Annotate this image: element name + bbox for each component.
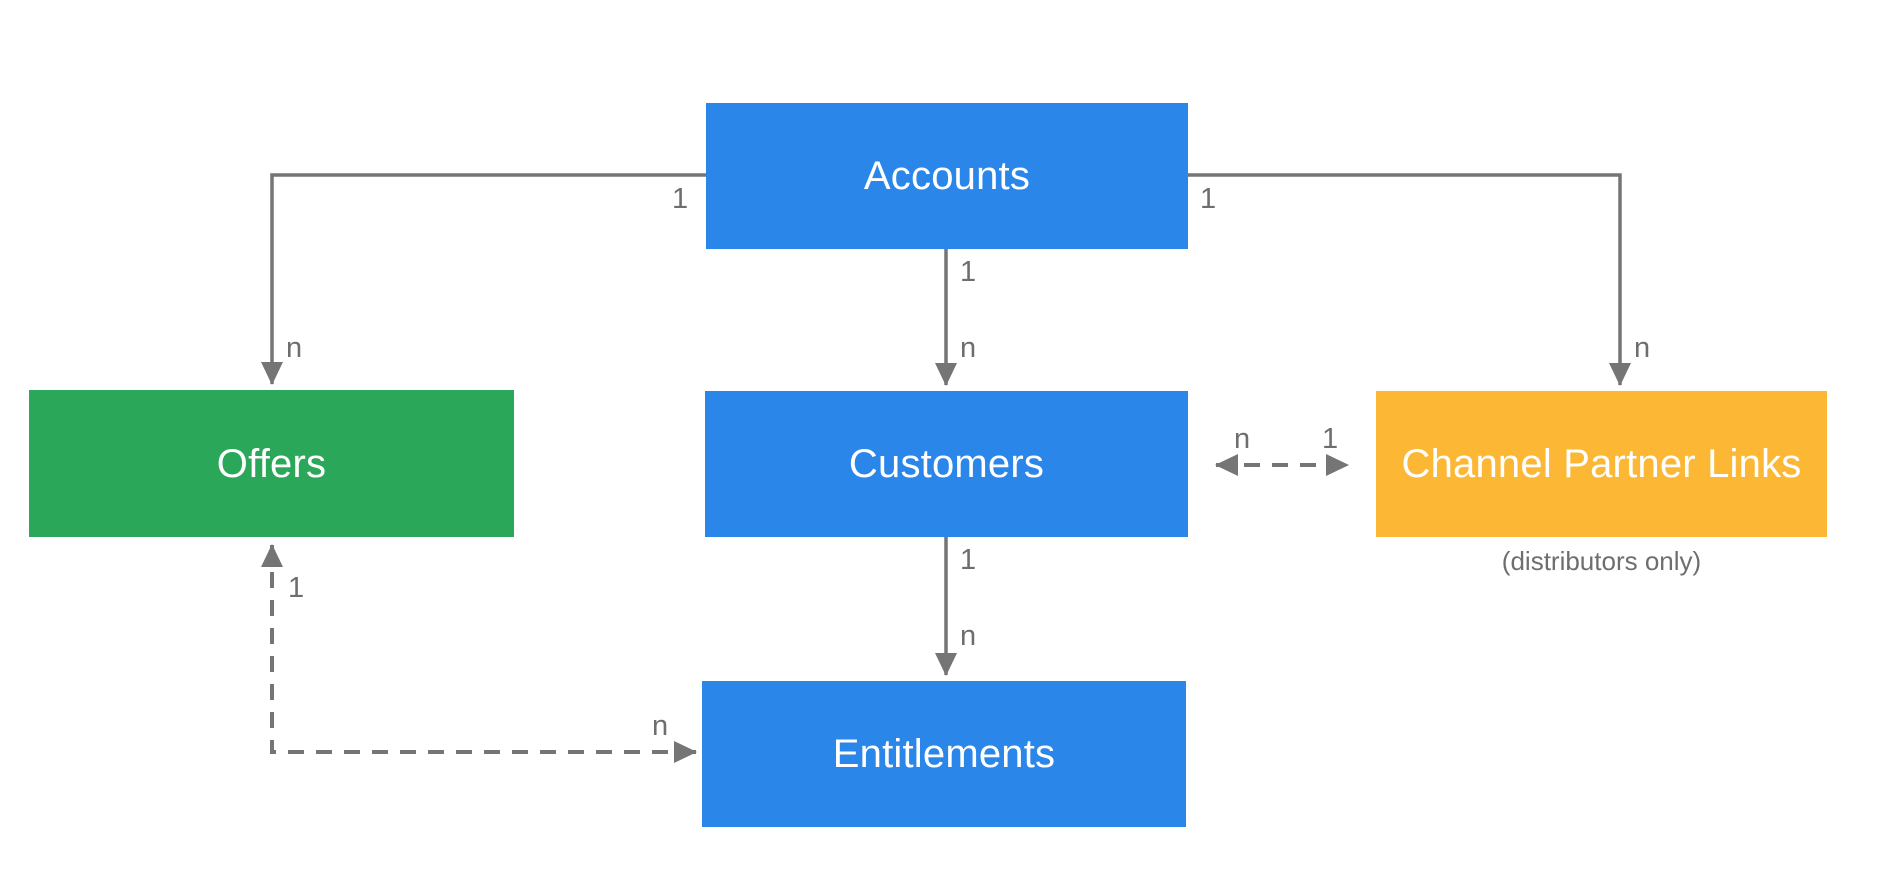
label-customers-channel-n: n <box>1234 423 1251 455</box>
node-offers-label: Offers <box>216 441 327 486</box>
node-customers[interactable]: Customers <box>705 391 1188 537</box>
node-entitlements-label: Entitlements <box>832 732 1056 776</box>
edge-accounts-channel <box>1188 173 1631 386</box>
label-accounts-customers-one: 1 <box>960 256 977 288</box>
label-accounts-channel-one: 1 <box>1200 183 1217 215</box>
channel-partner-links-caption: (distributors only) <box>1501 546 1702 576</box>
node-channel-partner-links[interactable]: Channel Partner Links <box>1376 391 1827 537</box>
label-customers-channel-one: 1 <box>1322 423 1339 455</box>
node-channel-partner-links-label: Channel Partner Links <box>1401 442 1802 486</box>
label-customers-entitlements-n: n <box>960 620 977 652</box>
label-offers-entitlements-n: n <box>652 710 669 742</box>
label-customers-entitlements-one: 1 <box>960 544 977 576</box>
node-entitlements[interactable]: Entitlements <box>702 681 1186 827</box>
edge-accounts-offers <box>261 173 706 385</box>
label-accounts-customers-n: n <box>960 332 977 364</box>
label-accounts-offers-one: 1 <box>672 183 689 215</box>
label-accounts-channel-n: n <box>1634 332 1651 364</box>
node-accounts-label: Accounts <box>863 154 1031 198</box>
node-customers-label: Customers <box>848 442 1045 486</box>
edge-offers-entitlements <box>261 544 697 763</box>
label-offers-entitlements-one: 1 <box>288 572 305 604</box>
node-offers[interactable]: Offers <box>29 390 514 537</box>
node-accounts[interactable]: Accounts <box>706 103 1188 249</box>
label-accounts-offers-n: n <box>286 332 303 364</box>
